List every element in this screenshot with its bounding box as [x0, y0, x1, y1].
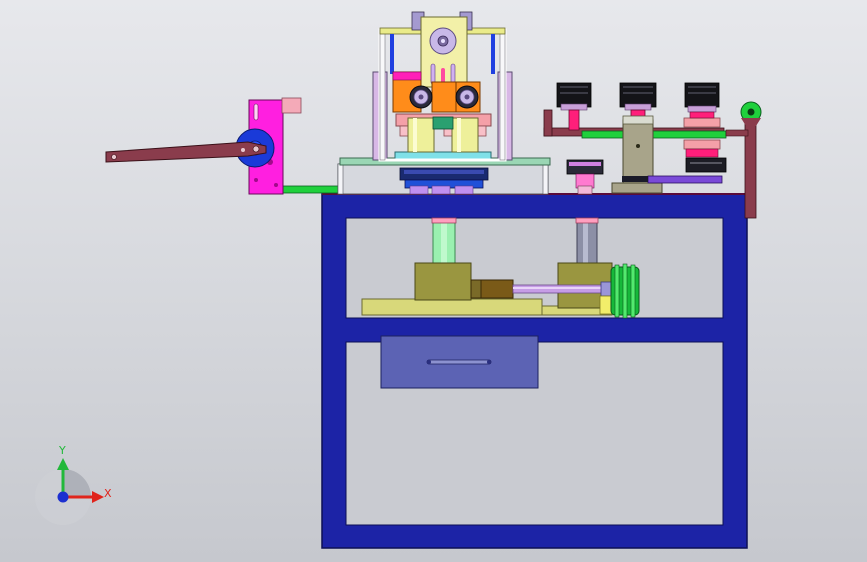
crank-arm[interactable] — [105, 141, 267, 163]
coupling[interactable] — [480, 279, 514, 299]
spindle-right[interactable] — [451, 117, 479, 153]
bearing-block-left[interactable] — [414, 262, 472, 301]
triad-origin — [57, 491, 69, 503]
drawer-handle[interactable] — [426, 359, 492, 365]
triad-y-label: Y — [58, 444, 66, 457]
pulley[interactable] — [610, 263, 640, 319]
triad-x-label: X — [104, 487, 112, 500]
base-plate[interactable] — [361, 298, 543, 316]
drawer[interactable] — [380, 335, 539, 389]
drive-assembly[interactable] — [361, 217, 640, 319]
roller-right[interactable] — [455, 85, 479, 109]
gear-stack[interactable] — [399, 167, 489, 195]
axis-triad: Y X — [35, 444, 112, 525]
green-cross-bar[interactable] — [581, 130, 727, 139]
spindle-head-3[interactable] — [683, 82, 727, 173]
roller-left[interactable] — [409, 85, 433, 109]
link-bar[interactable] — [280, 185, 340, 194]
central-mechanism[interactable] — [337, 11, 551, 195]
spindle-left[interactable] — [407, 117, 435, 153]
crank-arm-assembly[interactable] — [105, 97, 340, 195]
spindle-head-1[interactable] — [556, 82, 592, 131]
right-spindle-row[interactable] — [543, 82, 762, 219]
